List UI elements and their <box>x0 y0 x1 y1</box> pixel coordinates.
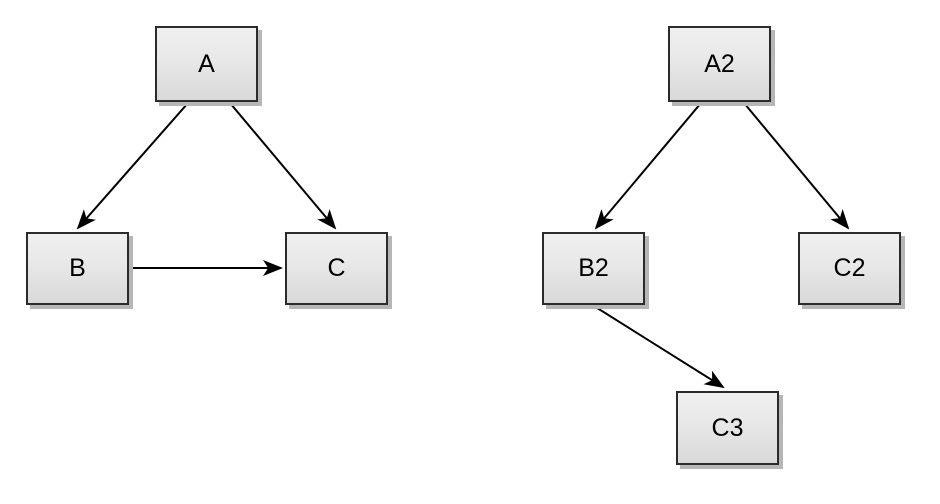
node-c-label: C <box>327 254 346 282</box>
edge-a2-to-b2 <box>594 102 702 230</box>
node-c2[interactable]: C2 <box>798 232 901 305</box>
node-b[interactable]: B <box>26 232 129 305</box>
edge-b2-to-c3 <box>593 305 725 389</box>
edge-a-to-b <box>76 102 189 230</box>
node-b-label: B <box>69 254 86 282</box>
node-a2-label: A2 <box>704 49 735 78</box>
node-a-label: A <box>198 49 215 78</box>
node-c3-label: C3 <box>711 413 744 442</box>
node-c[interactable]: C <box>285 232 388 305</box>
edge-a-to-c <box>229 102 337 230</box>
node-c3[interactable]: C3 <box>676 391 779 465</box>
node-a[interactable]: A <box>155 26 258 102</box>
edge-a2-to-c2 <box>743 102 850 230</box>
node-b2-label: B2 <box>578 254 609 282</box>
node-a2[interactable]: A2 <box>668 26 771 102</box>
node-c2-label: C2 <box>833 254 866 282</box>
node-b2[interactable]: B2 <box>542 232 645 305</box>
